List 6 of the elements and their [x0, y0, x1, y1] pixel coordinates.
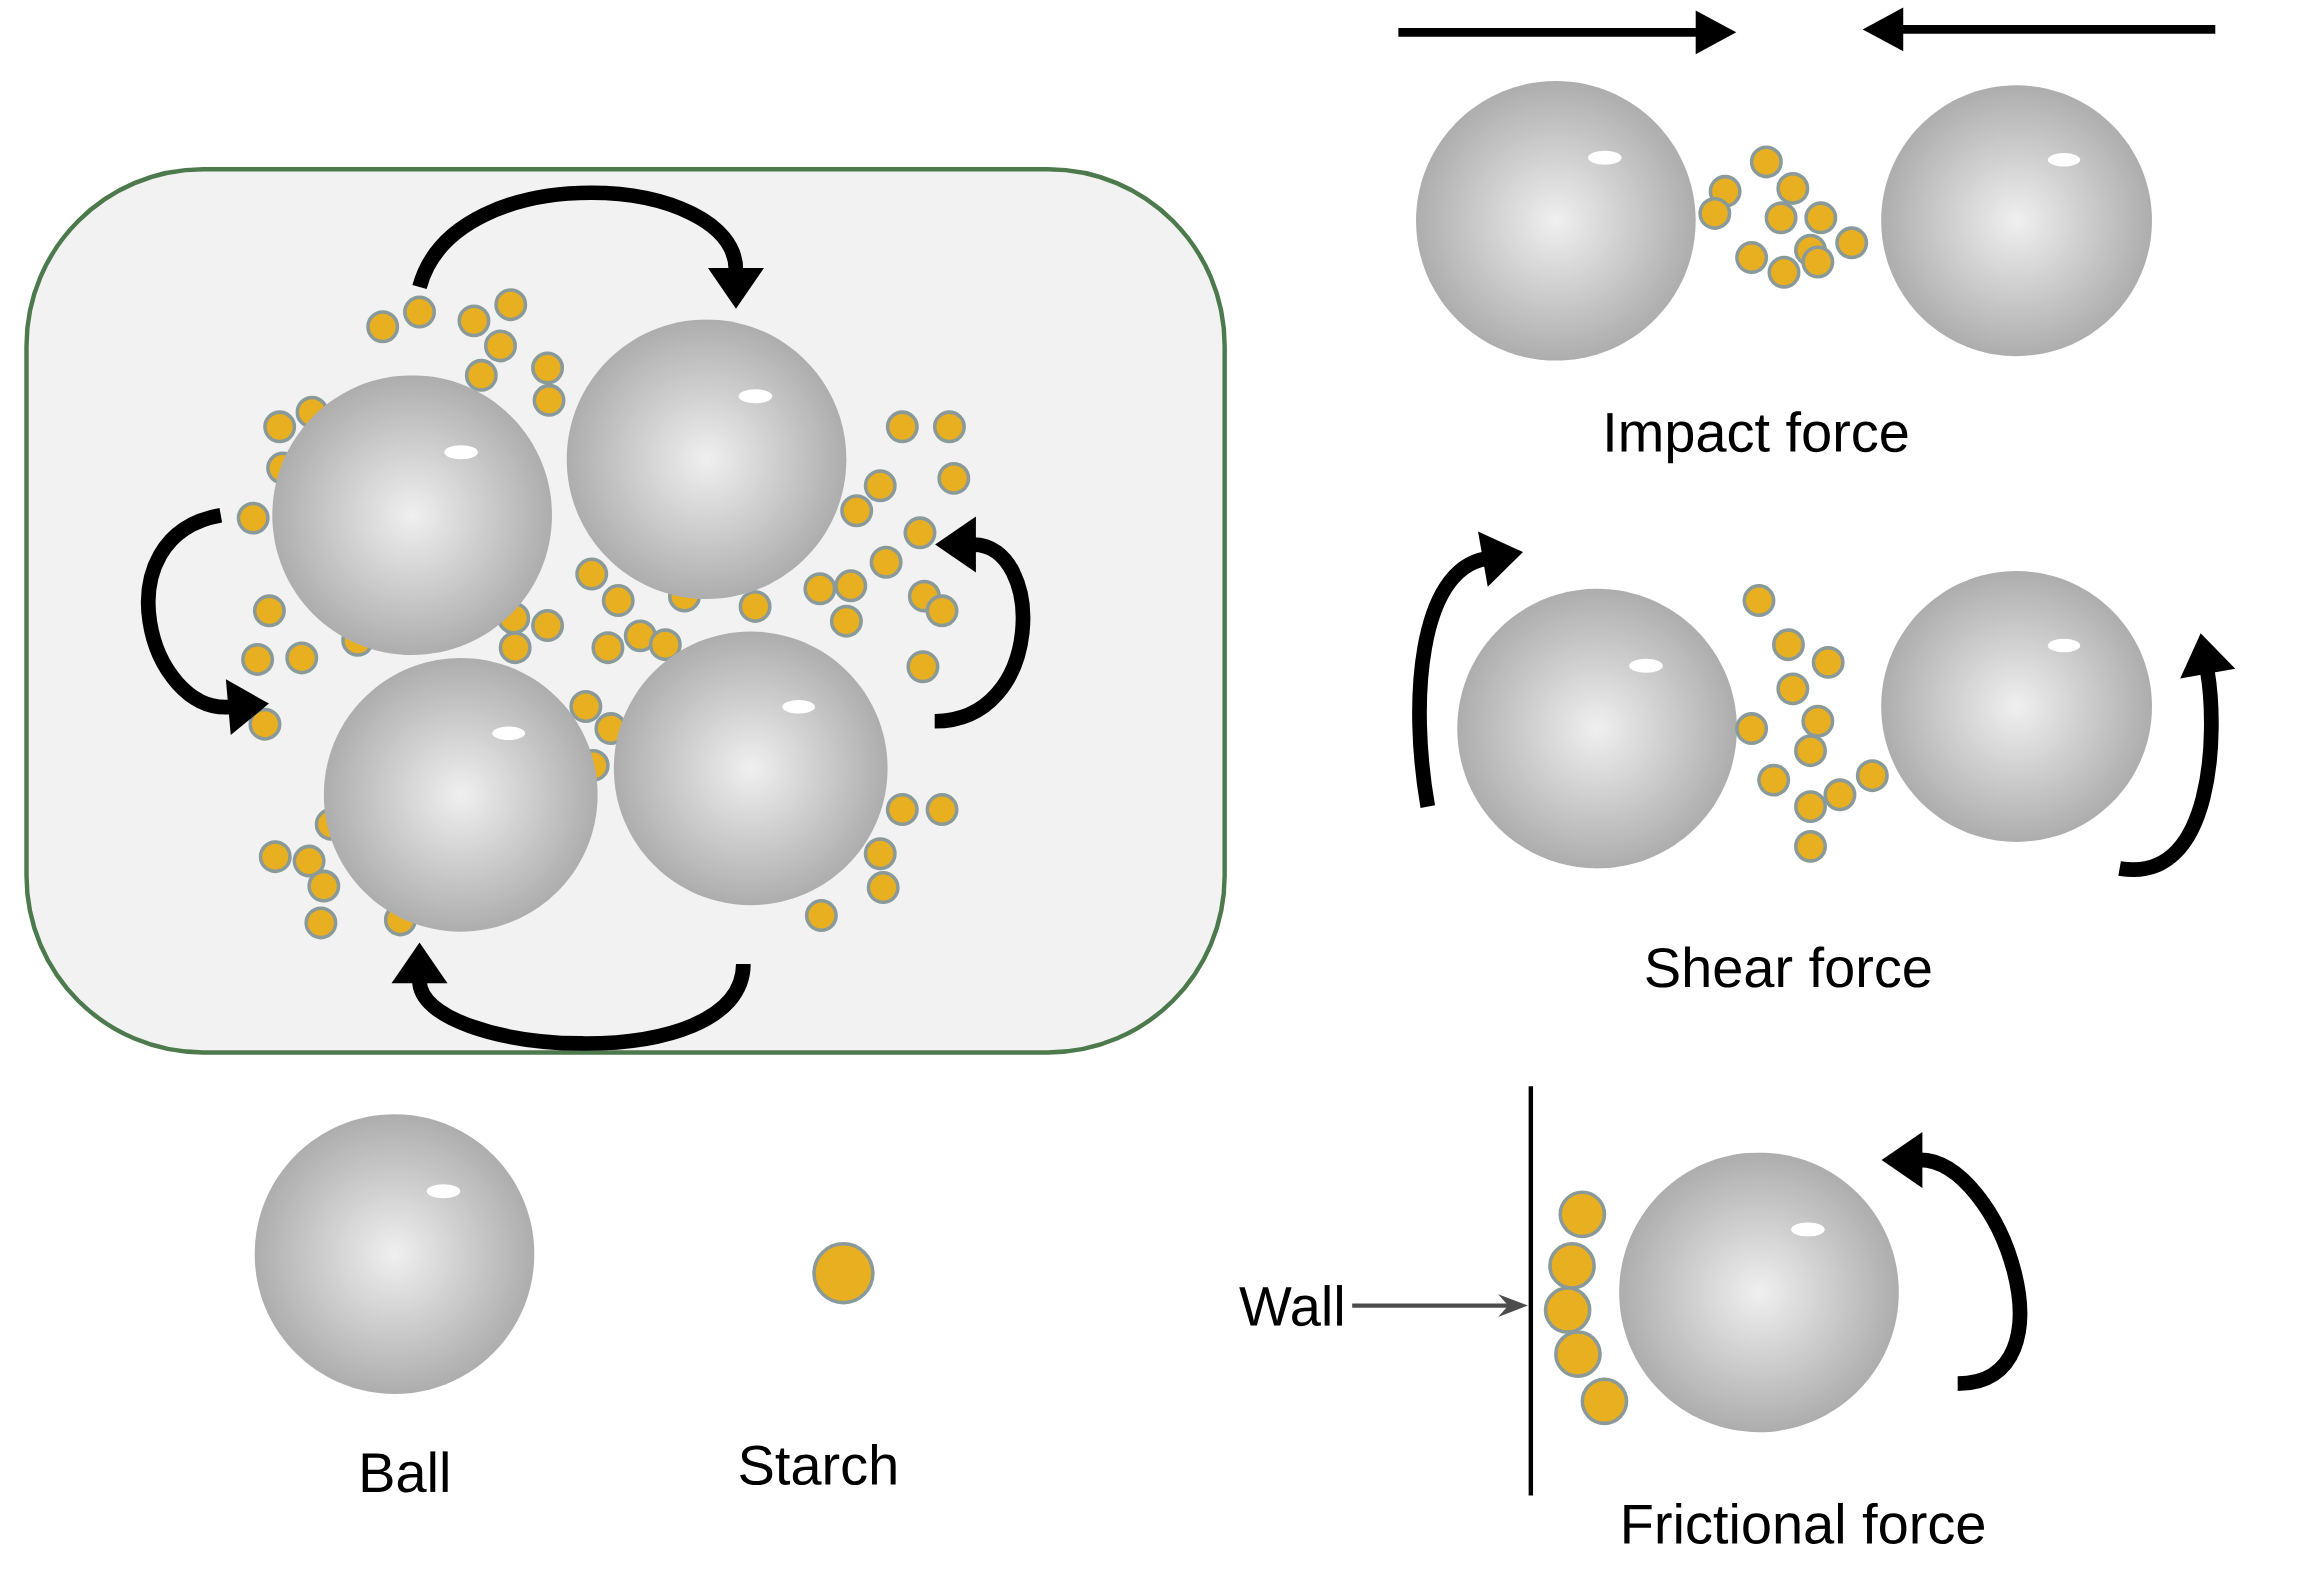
caption-label: Shear force: [1646, 946, 1931, 988]
caption-label: Starch: [740, 1444, 896, 1486]
wall-label: Wall: [1239, 1285, 1342, 1327]
caption-label: Ball: [362, 1451, 448, 1493]
caption-label: Frictional force: [1624, 1503, 1984, 1545]
caption-label: Impact force: [1607, 411, 1908, 464]
